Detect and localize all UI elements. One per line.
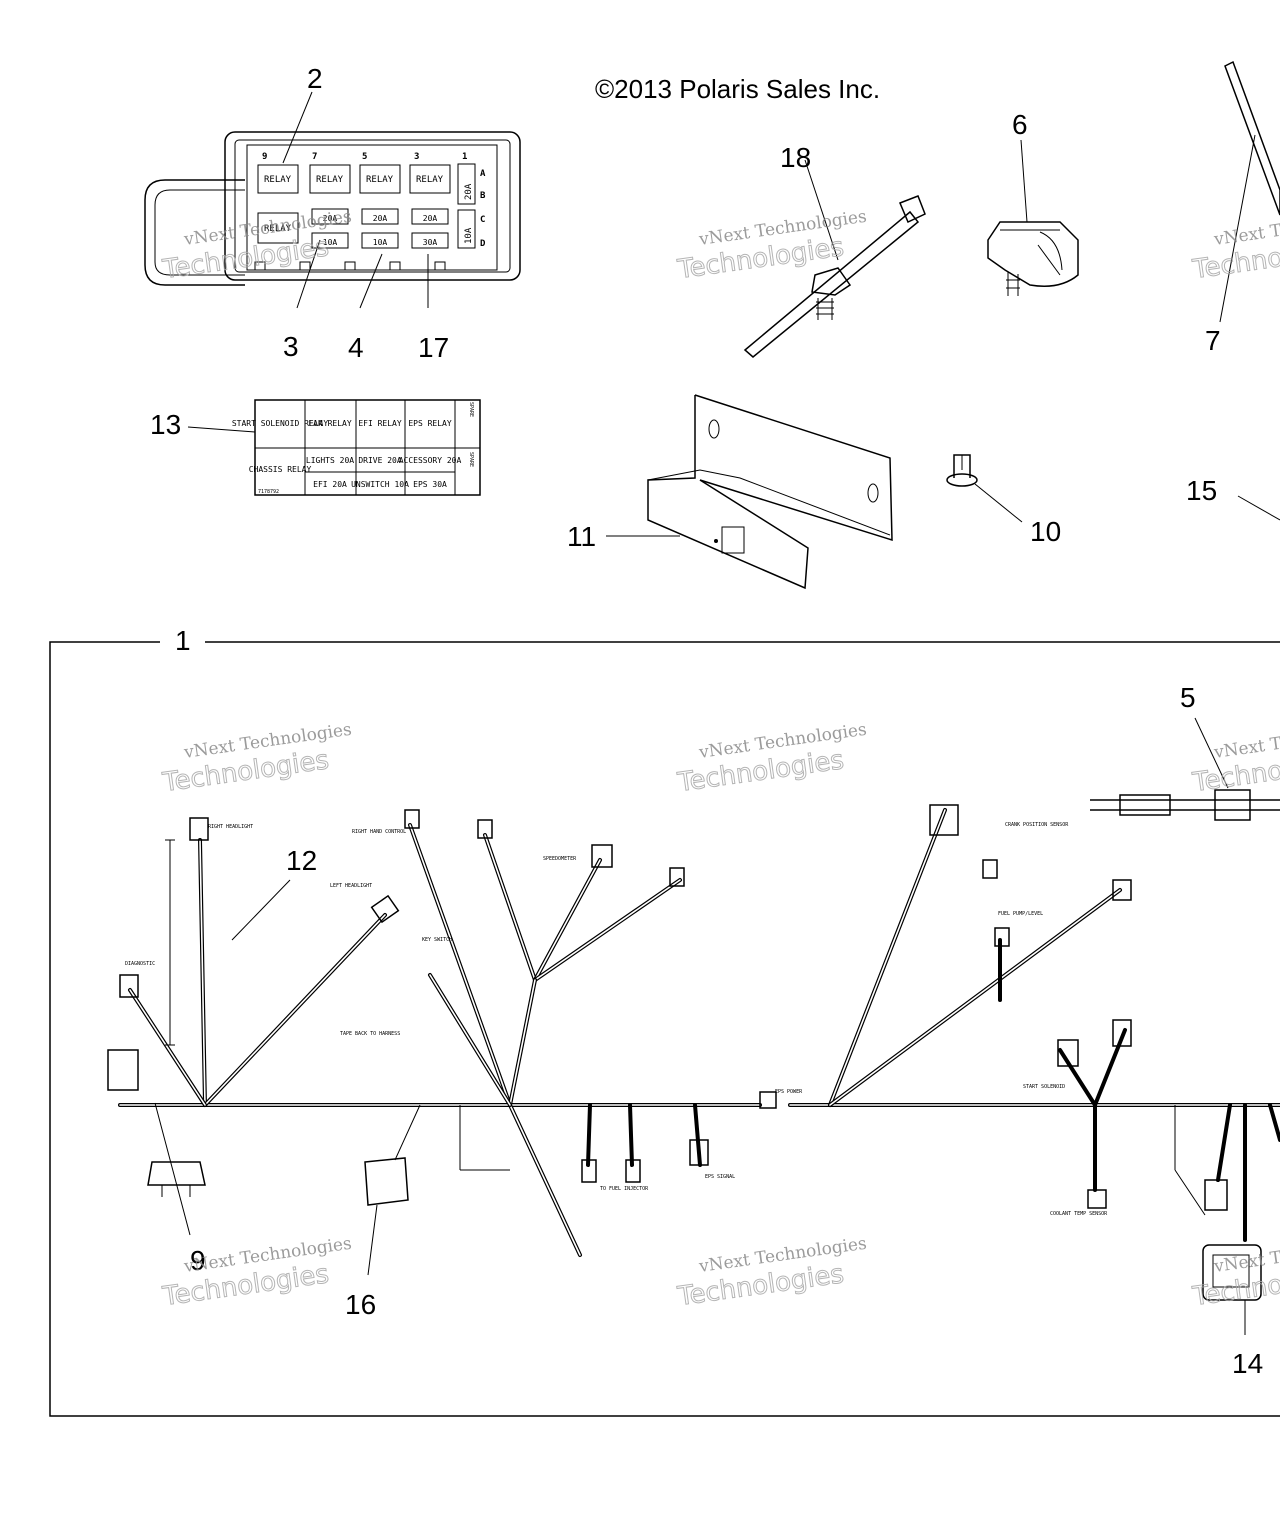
harness-label-eps-signal: EPS SIGNAL [705,1174,735,1180]
callout-1: 1 [175,625,191,656]
relay-label: RELAY [416,175,444,185]
bracket [606,394,893,590]
strap [1219,60,1280,323]
watermark-group: vNext Technologies Technologies vNext Te… [160,207,1280,1313]
callout-6: 6 [1012,109,1028,140]
label-lights: LIGHTS 20A [306,456,354,465]
callout-3: 3 [283,331,299,362]
label-efi: EFI 20A [313,480,347,489]
label-accessory: ACCESSORY 20A [399,456,462,465]
label-chassis-relay: CHASSIS RELAY [249,465,312,474]
fuse-label-decal: START SOLENOID RELAY FAN RELAY EFI RELAY… [187,399,481,496]
harness-label-diagnostic: DIAGNOSTIC [125,961,155,967]
row-d: D [480,239,486,249]
fuse-c1: 20A [323,214,338,223]
label-spare-1: SPARE [468,402,474,417]
fuse-c2: 20A [373,214,388,223]
pos-9: 9 [262,152,267,162]
callout-11: 11 [567,521,596,552]
harness-label-speedometer: SPEEDOMETER [543,856,577,862]
label-part-number: 7178792 [258,489,279,495]
pos-3: 3 [414,152,419,162]
callout-13: 13 [150,409,181,440]
harness-label-crank-sensor: CRANK POSITION SENSOR [1005,822,1069,828]
side-fuse-1: 20A [464,183,474,200]
wire-harness [107,717,1280,1335]
callout-17: 17 [418,332,449,363]
harness-label-key-switch: KEY SWITCH [422,937,452,943]
cable-tie [743,159,926,358]
harness-label-fuel-pump: FUEL PUMP/LEVEL [998,911,1043,917]
label-eps: EPS 30A [413,480,447,489]
callout-12: 12 [286,845,317,876]
label-start-solenoid: START SOLENOID RELAY [232,419,329,428]
copyright-text: ©2013 Polaris Sales Inc. [595,74,880,104]
harness-label-coolant-temp: COOLANT TEMP SENSOR [1050,1211,1108,1217]
connector-clip [987,139,1079,296]
callout-4: 4 [348,332,364,363]
callout-5: 5 [1180,682,1196,713]
callout-14: 14 [1232,1348,1263,1379]
harness-label-start-solenoid: START SOLENOID [1023,1084,1065,1090]
relay-label: RELAY [316,175,344,185]
harness-label-left-headlight: LEFT HEADLIGHT [330,883,372,889]
side-fuse-2: 10A [464,227,474,244]
label-eps-relay: EPS RELAY [408,419,452,428]
row-c: C [480,215,485,225]
harness-label-fuel-injector: TO FUEL INJECTOR [600,1186,649,1192]
fuse-c3: 20A [423,214,438,223]
relay-label: RELAY [366,175,394,185]
pos-5: 5 [362,152,367,162]
callout-10: 10 [1030,516,1061,547]
callout-18: 18 [780,142,811,173]
relay-label: RELAY [264,175,292,185]
fuse-d3: 30A [423,238,438,247]
callout-16: 16 [345,1289,376,1320]
fuse-box: 9 7 5 3 1 A B C D RELAY RELAY RELAY RELA… [144,91,521,309]
harness-label-right-headlight: RIGHT HEADLIGHT [208,824,253,830]
harness-label-right-hand-control: RIGHT HAND CONTROL [352,829,406,835]
harness-label-tape-back: TAPE BACK TO HARNESS [340,1031,400,1037]
label-fan-relay: FAN RELAY [308,419,352,428]
callout-9: 9 [190,1245,206,1276]
harness-frame [49,641,1280,1417]
fuse-d2: 10A [373,238,388,247]
push-rivet [946,454,1023,523]
label-drive: DRIVE 20A [358,456,402,465]
leader-15 [1237,495,1280,521]
label-spare-2: SPARE [468,452,474,467]
pos-7: 7 [312,152,317,162]
fuse-d1: 10A [323,238,338,247]
label-unswitch: UNSWITCH 10A [351,480,409,489]
row-a: A [480,169,486,179]
callout-7: 7 [1205,325,1221,356]
pos-1: 1 [462,152,467,162]
callout-15: 15 [1186,475,1217,506]
row-b: B [480,191,486,201]
label-efi-relay: EFI RELAY [358,419,402,428]
harness-label-eps-power: EPS POWER [775,1089,803,1095]
relay-label: RELAY [264,224,292,234]
callout-2: 2 [307,63,323,94]
